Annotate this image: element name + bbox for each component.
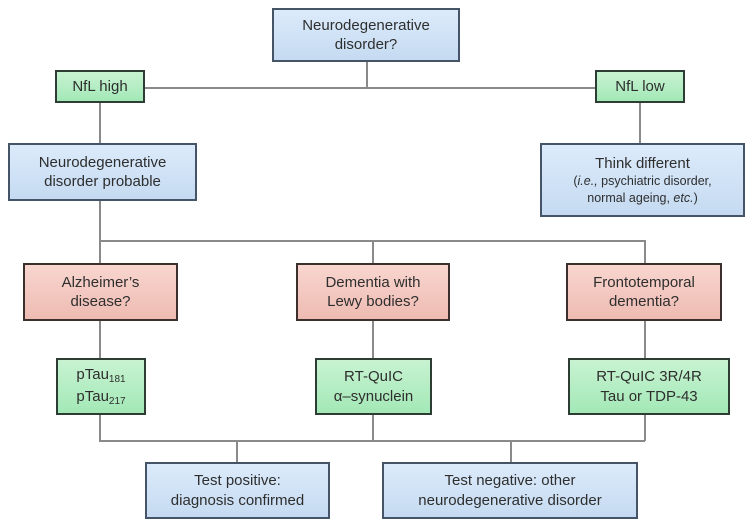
connector-ptau-down xyxy=(99,415,101,441)
node-label-line: Test negative: other xyxy=(444,472,576,490)
node-label-line: normal ageing, etc.) xyxy=(587,190,698,205)
connector-result-row xyxy=(99,440,645,442)
node-label-line: pTau181 xyxy=(76,365,126,385)
node-alzheimers-disease: Alzheimer’s disease? xyxy=(23,263,178,321)
node-frontotemporal-dementia: Frontotemporal dementia? xyxy=(566,263,722,321)
node-label-line: disorder probable xyxy=(44,173,161,190)
node-neurodegenerative-disorder-probable: Neurodegenerative disorder probable xyxy=(8,143,197,201)
node-label-line: (i.e., psychiatric disorder, xyxy=(573,174,712,189)
connector-to-lewy xyxy=(372,240,374,263)
node-label-line: RT-QuIC 3R/4R xyxy=(596,368,702,386)
connector-nfllow-to-thinkdifferent xyxy=(639,103,641,143)
etc-italic: etc. xyxy=(673,190,694,205)
node-label-line: Neurodegenerative xyxy=(38,153,167,171)
node-label-line: Think different xyxy=(595,155,690,173)
node-ptau-biomarkers: pTau181 pTau217 xyxy=(56,358,146,415)
node-label-line: disorder? xyxy=(334,36,398,53)
connector-probable-down xyxy=(99,201,101,241)
node-nfl-high: NfL high xyxy=(55,70,145,103)
node-rtquic-alpha-synuclein: RT-QuIC α–synuclein xyxy=(315,358,432,415)
connector-to-test-positive xyxy=(236,440,238,462)
connector-to-alzheimers xyxy=(99,240,101,263)
node-test-positive: Test positive: diagnosis confirmed xyxy=(145,462,330,519)
node-dementia-lewy-bodies: Dementia with Lewy bodies? xyxy=(296,263,450,321)
connector-root-down xyxy=(366,62,368,88)
node-label-line: disease? xyxy=(70,293,131,310)
connector-rtquic-syn-down xyxy=(372,415,374,441)
connector-to-test-negative xyxy=(510,440,512,462)
node-label-line: RT-QuIC xyxy=(344,368,403,386)
node-test-negative: Test negative: other neurodegenerative d… xyxy=(382,462,638,519)
node-label-line: diagnosis confirmed xyxy=(170,491,305,509)
ie-italic: i.e., xyxy=(577,174,598,189)
node-label-line: Tau or TDP-43 xyxy=(600,387,698,405)
connector-nflhigh-to-probable xyxy=(99,103,101,143)
connector-nfl-row xyxy=(145,87,595,89)
node-label-line: Neurodegenerative xyxy=(302,16,430,34)
node-label-line: Frontotemporal xyxy=(593,273,695,291)
node-label-line: Dementia with xyxy=(325,273,421,291)
ptau-subscript: 181 xyxy=(108,373,126,385)
connector-lewy-to-rtquic xyxy=(372,321,374,358)
node-label-line: dementia? xyxy=(608,293,680,310)
node-nfl-low: NfL low xyxy=(595,70,685,103)
node-label: NfL high xyxy=(72,77,128,95)
node-label-line: neurodegenerative disorder xyxy=(418,491,602,509)
connector-rtquic-tau-down xyxy=(644,415,646,441)
node-label-line: α–synuclein xyxy=(333,387,414,405)
node-rtquic-tau-tdp43: RT-QuIC 3R/4R Tau or TDP-43 xyxy=(568,358,730,415)
node-label-line: pTau217 xyxy=(76,387,126,407)
connector-frontotemporal-to-rtquic xyxy=(644,321,646,358)
node-label-line: Alzheimer’s xyxy=(61,273,140,291)
node-label-line: Lewy bodies? xyxy=(327,293,419,310)
node-label-line: Test positive: xyxy=(194,472,281,490)
ptau-subscript: 217 xyxy=(108,395,126,407)
node-think-different: Think different (i.e., psychiatric disor… xyxy=(540,143,745,217)
connector-to-frontotemporal xyxy=(644,240,646,263)
connector-alzheimers-to-ptau xyxy=(99,321,101,358)
node-neurodegenerative-disorder-question: Neurodegenerative disorder? xyxy=(272,8,460,62)
node-label: NfL low xyxy=(615,77,665,95)
